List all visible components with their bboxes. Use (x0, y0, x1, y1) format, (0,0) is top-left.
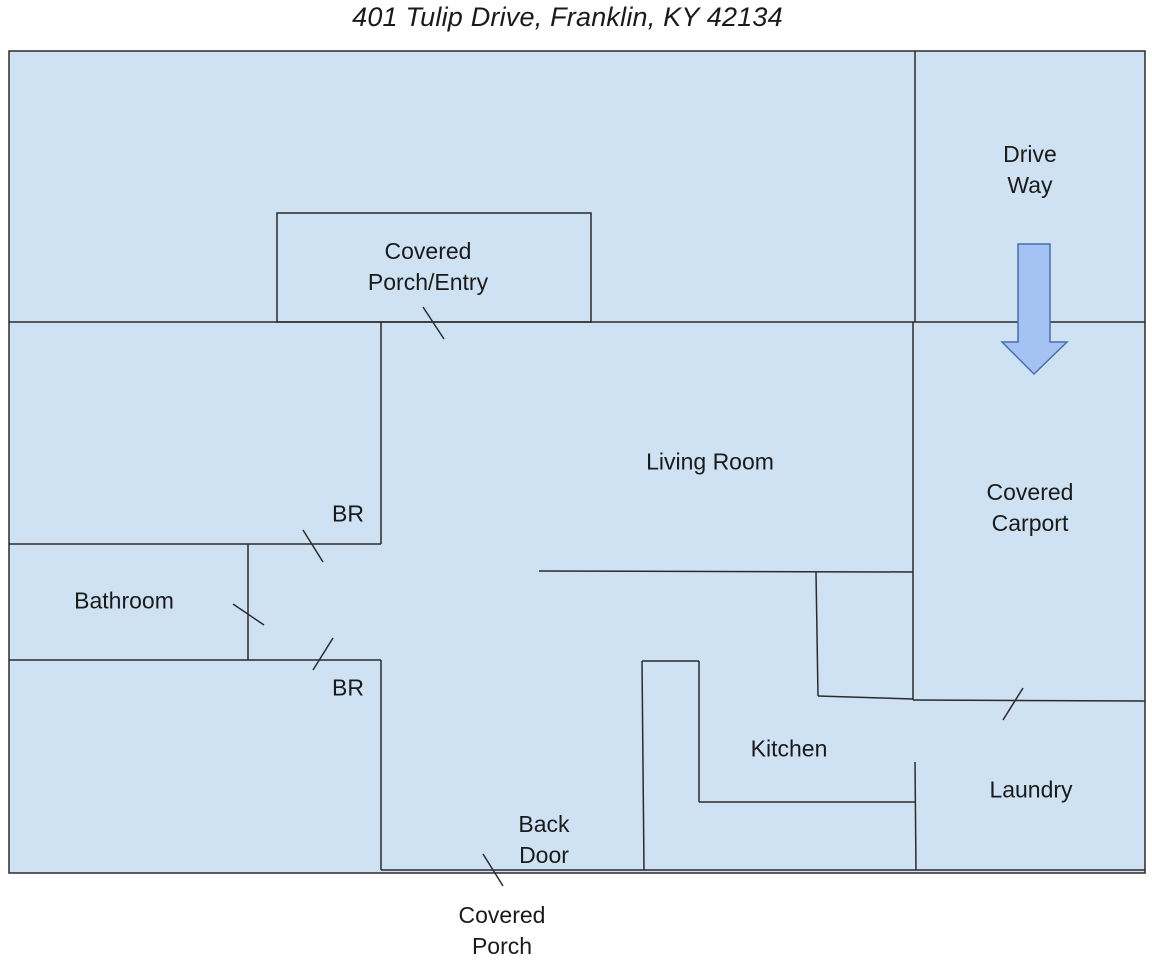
door-br-lower (312, 637, 334, 671)
lot-outline (8, 50, 1146, 874)
door-back (482, 853, 504, 887)
label-bathroom: Bathroom (74, 587, 174, 614)
door-entry (422, 306, 445, 340)
wall-closet-west (815, 571, 819, 697)
door-br-upper (302, 529, 324, 563)
label-br-upper: BR (332, 500, 364, 527)
wall-living-south (538, 570, 914, 573)
label-living-room: Living Room (646, 448, 774, 475)
label-covered-carport: Covered Carport (986, 479, 1074, 536)
label-drive-way: Drive Way (1003, 141, 1057, 198)
plan-title: 401 Tulip Drive, Franklin, KY 42134 (352, 2, 783, 32)
door-bathroom (232, 603, 265, 626)
label-covered-porch: Covered Porch (458, 902, 546, 959)
covered-porch-entry-area (276, 212, 592, 323)
label-back-door: Back Door (518, 811, 570, 868)
wall-laundry-west (914, 761, 917, 871)
label-br-lower: BR (332, 674, 364, 701)
label-kitchen: Kitchen (750, 735, 828, 762)
door-laundry (1002, 687, 1024, 721)
label-covered-porch-entry: Covered Porch/Entry (367, 238, 489, 295)
wall-carport-south (912, 699, 1146, 702)
wall-closet-south (817, 695, 914, 700)
wall-pantry-west (641, 660, 645, 871)
arrow-down-icon (1000, 243, 1069, 376)
label-laundry: Laundry (989, 776, 1073, 803)
